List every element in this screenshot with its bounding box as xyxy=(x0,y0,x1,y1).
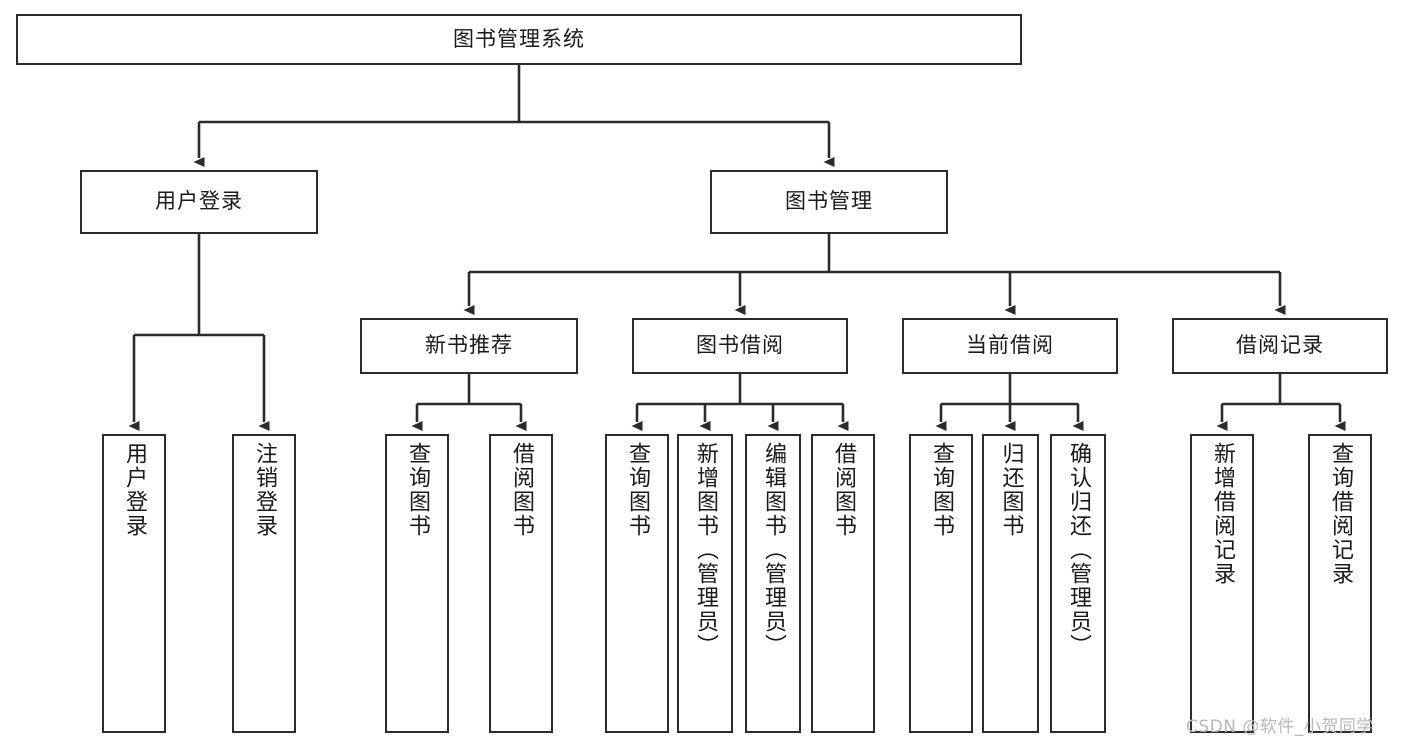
leaf-user-logout[interactable]: 注销登录 xyxy=(232,434,296,733)
node-label: 编辑图书（管理员） xyxy=(760,442,786,658)
node-label: 图书管理 xyxy=(785,189,873,214)
node-borrow-record[interactable]: 借阅记录 xyxy=(1172,318,1388,374)
leaf-borrow-book[interactable]: 借阅图书 xyxy=(811,434,875,733)
node-label: 图书管理系统 xyxy=(453,26,585,51)
node-label: 确认归还（管理员） xyxy=(1065,442,1091,658)
node-label: 借阅记录 xyxy=(1236,333,1324,358)
node-user-login[interactable]: 用户登录 xyxy=(80,170,318,234)
node-label: 归还图书 xyxy=(998,442,1024,538)
node-label: 用户登录 xyxy=(121,442,147,538)
node-label: 查询借阅记录 xyxy=(1327,442,1353,586)
leaf-confirm-return-admin[interactable]: 确认归还（管理员） xyxy=(1050,434,1106,733)
node-label: 借阅图书 xyxy=(508,442,534,538)
node-book-borrow[interactable]: 图书借阅 xyxy=(632,318,848,374)
csdn-watermark: CSDN @软件_小贺同学 xyxy=(1186,717,1374,737)
node-label: 查询图书 xyxy=(624,442,650,538)
leaf-query-borrow-record[interactable]: 查询借阅记录 xyxy=(1308,434,1372,733)
node-label: 用户登录 xyxy=(155,189,243,214)
leaf-return-book[interactable]: 归还图书 xyxy=(982,434,1039,733)
node-label: 查询图书 xyxy=(404,442,430,538)
node-label: 新书推荐 xyxy=(425,333,513,358)
leaf-query-book-recommend[interactable]: 查询图书 xyxy=(385,434,449,733)
node-book-manage[interactable]: 图书管理 xyxy=(710,170,948,234)
leaf-add-borrow-record[interactable]: 新增借阅记录 xyxy=(1190,434,1254,733)
leaf-borrow-book-recommend[interactable]: 借阅图书 xyxy=(489,434,553,733)
leaf-add-book-admin[interactable]: 新增图书（管理员） xyxy=(677,434,733,733)
node-label: 当前借阅 xyxy=(966,333,1054,358)
node-root-system[interactable]: 图书管理系统 xyxy=(16,14,1022,65)
node-label: 图书借阅 xyxy=(696,333,784,358)
leaf-edit-book-admin[interactable]: 编辑图书（管理员） xyxy=(745,434,801,733)
node-label: 新增借阅记录 xyxy=(1209,442,1235,586)
leaf-user-login[interactable]: 用户登录 xyxy=(102,434,166,733)
node-label: 借阅图书 xyxy=(830,442,856,538)
leaf-query-book-borrow[interactable]: 查询图书 xyxy=(605,434,669,733)
node-label: 新增图书（管理员） xyxy=(692,442,718,658)
leaf-query-book-current[interactable]: 查询图书 xyxy=(909,434,973,733)
node-label: 注销登录 xyxy=(251,442,277,538)
node-new-book-recommend[interactable]: 新书推荐 xyxy=(360,318,578,374)
node-label: 查询图书 xyxy=(928,442,954,538)
node-current-borrow[interactable]: 当前借阅 xyxy=(902,318,1118,374)
